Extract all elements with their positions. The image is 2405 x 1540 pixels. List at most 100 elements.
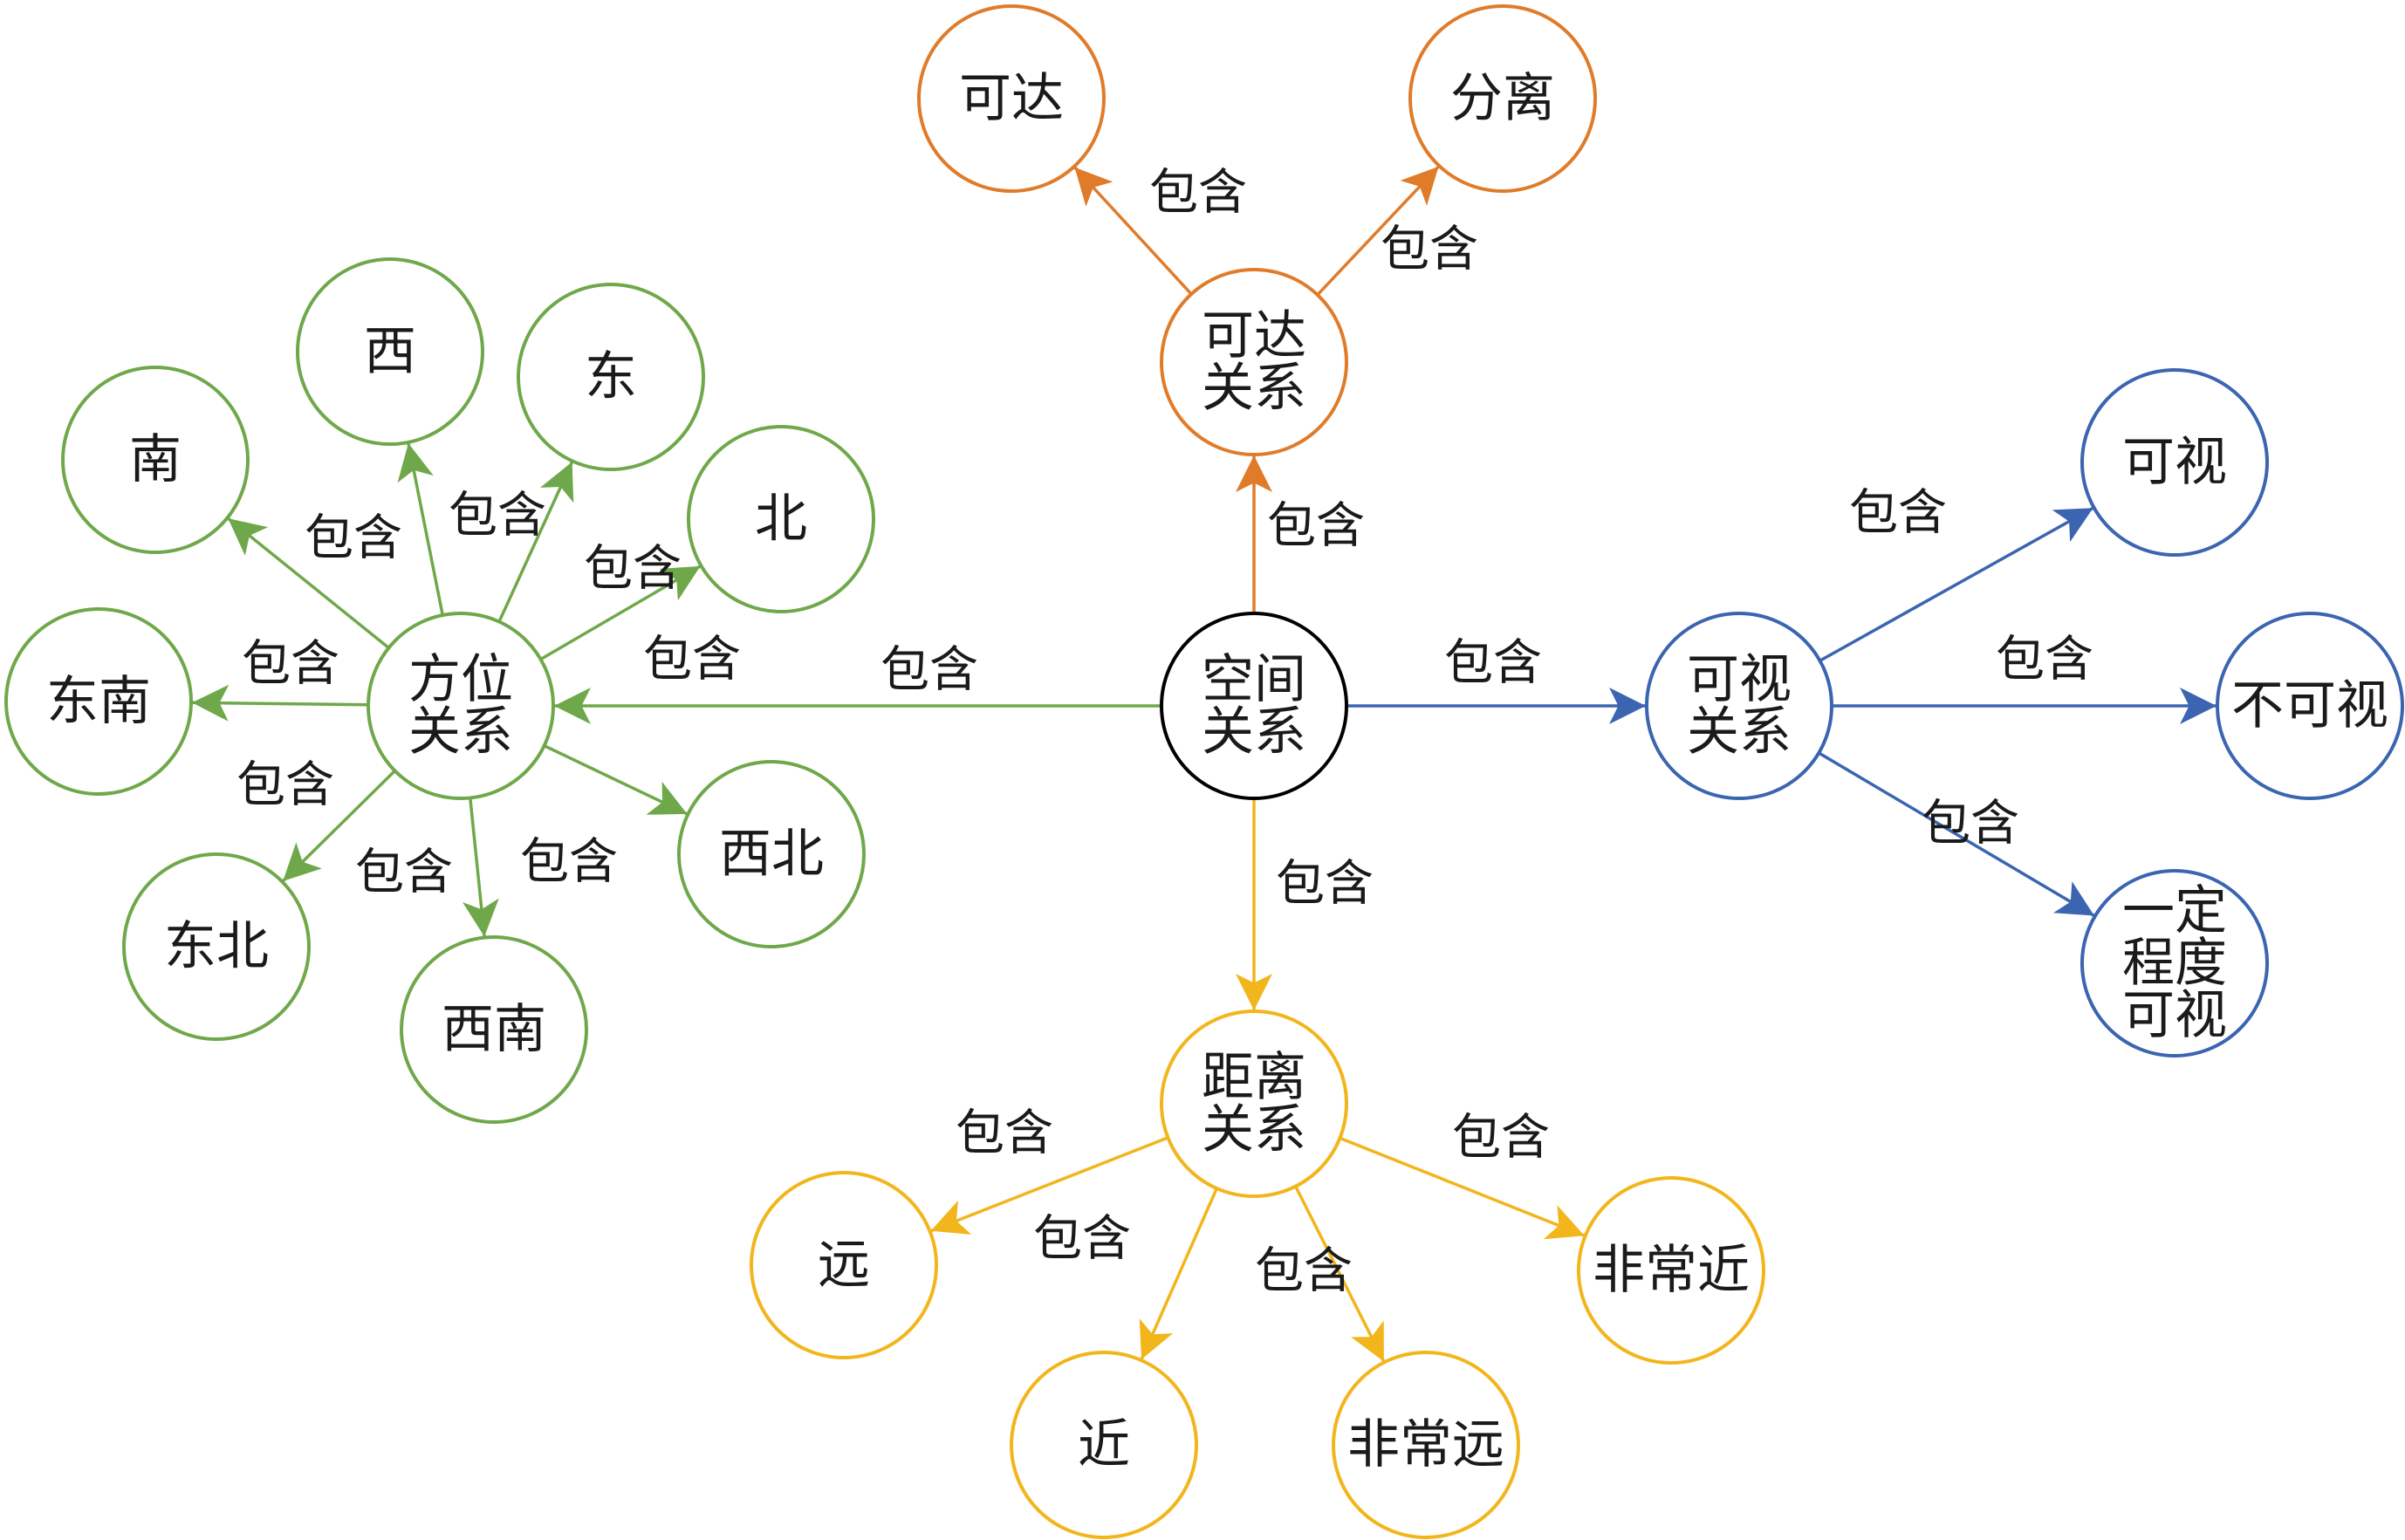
edge-label-dist_rel-near: 包含 <box>1033 1211 1131 1268</box>
edge-arrow-reach_rel-reachable <box>1073 166 1193 296</box>
node-label-southwest-0: 西南 <box>442 999 546 1060</box>
node-circle-south <box>61 366 250 554</box>
node-very_far: 非常远 <box>1332 1351 1520 1539</box>
node-south: 南 <box>61 366 250 554</box>
edge-label-dist_rel-far: 包含 <box>956 1105 1053 1162</box>
edge-arrow-vis_rel-visible <box>1819 506 2094 662</box>
node-circle-very_near <box>1577 1176 1765 1365</box>
node-label-south-0: 南 <box>129 429 182 490</box>
edge-arrow-dist_rel-very_near <box>1339 1136 1586 1240</box>
edge-arrow-dir_rel-northeast <box>281 770 396 883</box>
node-northwest: 西北 <box>677 760 866 948</box>
node-label-reach_rel-0: 可达 <box>1202 305 1306 366</box>
node-circle-vis_rel <box>1645 612 1833 800</box>
edge-label-dir_rel-west: 包含 <box>449 488 546 544</box>
node-label-visible-0: 可视 <box>2122 432 2227 493</box>
node-southwest: 西南 <box>400 935 588 1124</box>
node-circle-reach_rel <box>1160 268 1348 456</box>
node-label-northwest-0: 西北 <box>719 824 824 885</box>
node-label-vis_rel-1: 关系 <box>1687 702 1792 763</box>
edge-label-spatial-dir_rel: 包含 <box>880 642 978 699</box>
node-label-reachable-0: 可达 <box>959 68 1064 129</box>
node-label-reach_rel-1: 关系 <box>1202 358 1306 419</box>
nodes-layer: 空间关系可达关系可达分离方位关系南西东北东南东北西南西北可视关系可视不可视一定程… <box>4 4 2404 1539</box>
edge-label-dir_rel-southwest: 包含 <box>355 845 453 901</box>
node-visible: 可视 <box>2080 368 2269 557</box>
node-circle-southeast <box>4 607 193 796</box>
node-invisible: 不可视 <box>2216 612 2404 800</box>
node-label-invisible-0: 不可视 <box>2231 675 2388 736</box>
node-label-dir_rel-1: 关系 <box>408 702 513 763</box>
edge-arrow-dir_rel-south <box>227 517 390 649</box>
node-circle-very_far <box>1332 1351 1520 1539</box>
edge-label-dir_rel-southeast: 包含 <box>242 636 339 693</box>
node-label-partly_visible-2: 可视 <box>2122 985 2227 1046</box>
edge-arrow-dist_rel-very_far <box>1294 1185 1386 1363</box>
node-very_near: 非常近 <box>1577 1176 1765 1365</box>
node-label-spatial-1: 关系 <box>1202 702 1306 763</box>
edge-arrow-dist_rel-far <box>929 1136 1169 1235</box>
edge-arrow-vis_rel-partly_visible <box>1818 751 2095 918</box>
node-circle-north <box>687 425 875 613</box>
node-southeast: 东南 <box>4 607 193 796</box>
edge-label-dir_rel-south: 包含 <box>305 510 402 567</box>
node-reachable: 可达 <box>917 4 1106 193</box>
node-circle-near <box>1010 1351 1198 1539</box>
edge-label-dir_rel-northwest: 包含 <box>520 834 618 891</box>
node-label-very_far-0: 非常远 <box>1347 1414 1504 1475</box>
edge-label-spatial-vis_rel: 包含 <box>1444 635 1542 692</box>
edge-label-dist_rel-very_near: 包含 <box>1452 1110 1550 1167</box>
node-circle-far <box>750 1171 938 1359</box>
node-circle-southwest <box>400 935 588 1124</box>
edge-arrow-reach_rel-separate <box>1316 165 1440 297</box>
node-separate: 分离 <box>1408 4 1597 193</box>
node-label-dir_rel-0: 方位 <box>408 649 513 710</box>
node-label-partly_visible-0: 一定 <box>2122 880 2227 941</box>
node-label-west-0: 西 <box>364 321 416 382</box>
node-circle-partly_visible <box>2080 869 2269 1057</box>
node-label-vis_rel-0: 可视 <box>1687 649 1792 710</box>
node-label-near-0: 近 <box>1078 1414 1130 1475</box>
node-label-dist_rel-0: 距离 <box>1202 1047 1306 1108</box>
edge-arrow-dir_rel-southwest <box>462 797 499 937</box>
node-circle-reachable <box>917 4 1106 193</box>
node-label-very_near-0: 非常近 <box>1593 1240 1750 1301</box>
edge-label-vis_rel-partly_visible: 包含 <box>1922 796 2019 852</box>
node-east: 东 <box>517 283 705 471</box>
node-label-dist_rel-1: 关系 <box>1202 1099 1306 1160</box>
edge-arrow-dir_rel-southeast <box>191 684 369 722</box>
node-north: 北 <box>687 425 875 613</box>
node-circle-spatial <box>1160 612 1348 800</box>
node-circle-dir_rel <box>367 612 555 800</box>
node-label-partly_visible-1: 程度 <box>2122 933 2227 994</box>
node-circle-separate <box>1408 4 1597 193</box>
edge-label-reach_rel-reachable: 包含 <box>1149 165 1247 222</box>
node-circle-northeast <box>122 852 311 1041</box>
edge-label-vis_rel-invisible: 包含 <box>1996 632 2093 688</box>
edge-label-vis_rel-visible: 包含 <box>1849 485 1947 542</box>
edge-arrow-dir_rel-north <box>539 565 702 661</box>
edge-arrow-dir_rel-east <box>497 461 574 623</box>
edge-label-dir_rel-east: 包含 <box>584 541 682 598</box>
edge-label-dist_rel-very_far: 包含 <box>1255 1243 1353 1300</box>
node-label-northeast-0: 东北 <box>164 916 269 977</box>
node-circle-visible <box>2080 368 2269 557</box>
node-label-far-0: 远 <box>818 1235 870 1296</box>
node-circle-dist_rel <box>1160 1010 1348 1198</box>
edge-arrow-dir_rel-northwest <box>543 744 689 816</box>
edge-label-reach_rel-separate: 包含 <box>1381 222 1478 278</box>
node-label-east-0: 东 <box>585 346 637 407</box>
edge-label-dir_rel-north: 包含 <box>643 632 741 688</box>
node-circle-northwest <box>677 760 866 948</box>
node-label-north-0: 北 <box>755 489 807 550</box>
node-far: 远 <box>750 1171 938 1359</box>
edge-arrow-dist_rel-near <box>1139 1188 1218 1360</box>
edge-label-spatial-dist_rel: 包含 <box>1276 856 1374 913</box>
